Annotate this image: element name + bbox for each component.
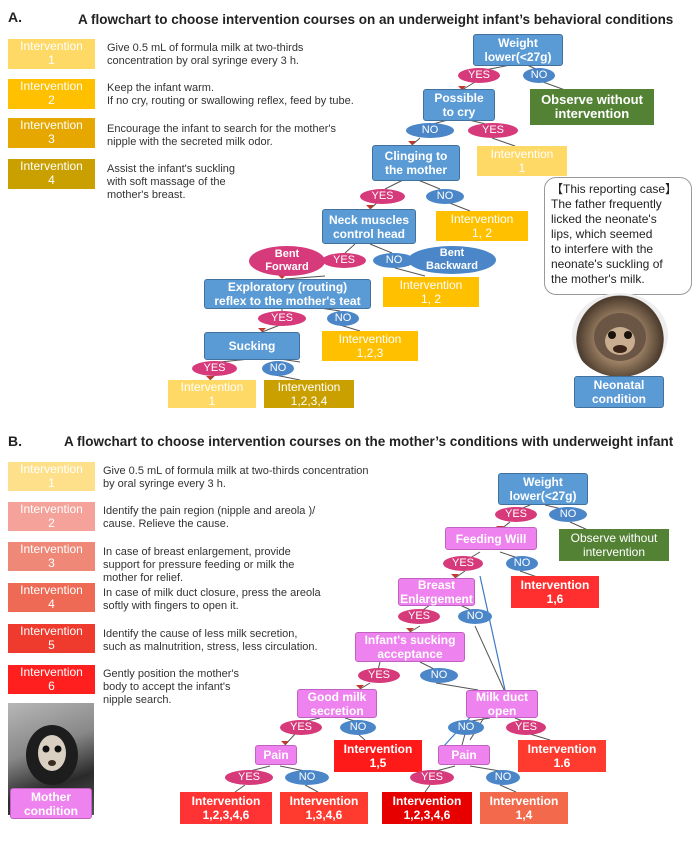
intervention-b-pain2-yes: Intervention 1,2,3,4,6 <box>382 792 472 824</box>
yes-oval: YES <box>458 68 500 83</box>
node-b-weight: Weight lower(<27g) <box>498 473 588 505</box>
node-b-pain-1: Pain <box>255 745 297 765</box>
no-oval: NO <box>458 609 492 624</box>
yes-oval: YES <box>225 770 273 785</box>
legend-a-text-1: Give 0.5 mL of formula milk at two-third… <box>107 42 304 67</box>
intervention-b-duct-yes: Intervention 1.6 <box>518 740 606 772</box>
node-a-observe: Observe without intervention <box>530 89 654 125</box>
oval-a-bent-forward: Bent Forward <box>249 246 325 276</box>
panel-b-label: B. <box>8 433 22 449</box>
legend-b-text-2: Identify the pain region (nipple and are… <box>103 505 316 530</box>
intervention-a-neck: Intervention 1, 2 <box>383 277 479 307</box>
no-oval: NO <box>426 189 464 204</box>
yes-oval: YES <box>258 311 306 326</box>
legend-b-text-4: In case of milk duct closure, press the … <box>103 587 321 612</box>
node-b-feeding: Feeding Will <box>445 527 537 550</box>
yes-oval: YES <box>443 556 483 571</box>
neonatal-condition-label: Neonatal condition <box>574 376 664 408</box>
node-a-exploratory: Exploratory (routing) reflex to the moth… <box>204 279 371 309</box>
panel-a-label: A. <box>8 9 22 25</box>
intervention-b-feeding: Intervention 1,6 <box>511 576 599 608</box>
yes-oval: YES <box>322 253 366 268</box>
intervention-b-pain1-yes: Intervention 1,2,3,4,6 <box>180 792 272 824</box>
yes-oval: YES <box>495 507 537 522</box>
mother-condition-label: Mother condition <box>10 788 92 819</box>
no-oval: NO <box>406 123 454 138</box>
yes-oval: YES <box>506 720 546 735</box>
legend-a-box-3: Intervention 3 <box>8 118 95 148</box>
no-oval: NO <box>523 68 555 83</box>
no-oval: NO <box>285 770 329 785</box>
legend-b-box-4: Intervention 4 <box>8 583 95 612</box>
legend-a-box-2: Intervention 2 <box>8 79 95 109</box>
legend-a-text-4: Assist the infant's suckling with soft m… <box>107 163 236 201</box>
node-b-duct: Milk duct open <box>466 690 538 718</box>
legend-a-box-4: Intervention 4 <box>8 159 95 189</box>
mother-face-icon <box>26 725 78 785</box>
no-oval: NO <box>262 361 294 376</box>
yes-oval: YES <box>398 609 440 624</box>
node-b-acceptance: Infant's sucking acceptance <box>355 632 465 662</box>
intervention-b-good-milk-no: Intervention 1,5 <box>334 740 422 772</box>
legend-b-box-1: Intervention 1 <box>8 462 95 491</box>
yes-oval: YES <box>468 123 518 138</box>
intervention-a-sucking-yes: Intervention 1 <box>168 380 256 408</box>
legend-a-box-1: Intervention 1 <box>8 39 95 69</box>
case-report-box: 【This reporting case】 The father frequen… <box>544 177 692 295</box>
panel-a-title: A flowchart to choose intervention cours… <box>78 12 674 27</box>
node-b-observe: Observe without intervention <box>559 529 669 561</box>
legend-b-box-3: Intervention 3 <box>8 542 95 571</box>
no-oval: NO <box>420 668 458 683</box>
intervention-a-exploratory: Intervention 1,2,3 <box>322 331 418 361</box>
oval-a-bent-backward: Bent Backward <box>408 246 496 274</box>
yes-oval: YES <box>280 720 322 735</box>
node-a-neck: Neck muscles control head <box>322 209 416 244</box>
legend-b-box-6: Intervention 6 <box>8 665 95 694</box>
yes-oval: YES <box>360 189 405 204</box>
no-oval: NO <box>549 507 587 522</box>
no-oval: NO <box>506 556 538 571</box>
no-oval: NO <box>373 253 415 268</box>
intervention-a-cry: Intervention 1 <box>477 146 567 176</box>
no-oval: NO <box>340 720 376 735</box>
legend-a-text-2: Keep the infant warm. If no cry, routing… <box>107 82 354 107</box>
node-b-breast: Breast Enlargement <box>398 578 475 606</box>
node-b-pain-2: Pain <box>438 745 490 765</box>
yes-oval: YES <box>358 668 400 683</box>
legend-b-box-5: Intervention 5 <box>8 624 95 653</box>
legend-b-text-1: Give 0.5 mL of formula milk at two-third… <box>103 465 369 490</box>
neonate-face-icon <box>594 313 646 361</box>
legend-b-text-5: Identify the cause of less milk secretio… <box>103 628 318 653</box>
legend-b-box-2: Intervention 2 <box>8 502 95 531</box>
intervention-b-pain2-no: Intervention 1,4 <box>480 792 568 824</box>
panel-b-title: A flowchart to choose intervention cours… <box>64 434 674 449</box>
legend-b-text-6: Gently position the mother's body to acc… <box>103 668 240 706</box>
no-oval: NO <box>448 720 484 735</box>
node-a-cry: Possible to cry <box>423 89 495 121</box>
node-a-clinging: Clinging to the mother <box>372 145 460 181</box>
yes-oval: YES <box>410 770 454 785</box>
yes-oval: YES <box>192 361 237 376</box>
node-a-sucking: Sucking <box>204 332 300 360</box>
legend-a-text-3: Encourage the infant to search for the m… <box>107 123 336 148</box>
node-a-weight: Weight lower(<27g) <box>473 34 563 66</box>
intervention-a-sucking-no: Intervention 1,2,3,4 <box>264 380 354 408</box>
node-b-good-milk: Good milk secretion <box>297 689 377 718</box>
intervention-a-clinging: Intervention 1, 2 <box>436 211 528 241</box>
no-oval: NO <box>327 311 359 326</box>
neonate-photo <box>572 293 668 377</box>
no-oval: NO <box>486 770 520 785</box>
intervention-b-pain1-no: Intervention 1,3,4,6 <box>280 792 368 824</box>
legend-b-text-3: In case of breast enlargement, provide s… <box>103 546 295 584</box>
